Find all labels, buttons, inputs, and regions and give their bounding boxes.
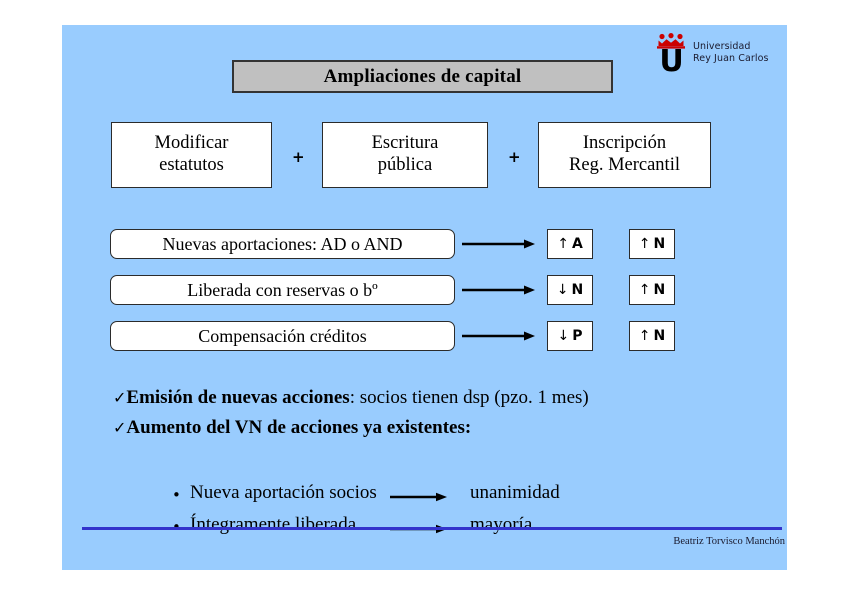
effect-1a-letter: A [571, 236, 583, 252]
requirement-box-escritura-publica: Escritura pública [322, 122, 488, 188]
checklist-item-2-strong: Aumento del VN de acciones ya existentes… [126, 417, 472, 438]
modality-label-liberada-con-reservas: Liberada con reservas o bº [110, 275, 455, 305]
modalities-section: Nuevas aportaciones: AD o AND ↑ A ↑ N Li… [110, 229, 765, 357]
effect-2a-arrow: ↓ [556, 282, 569, 298]
logo-line-1: Universidad [693, 41, 751, 52]
plus-operator-1: + [292, 148, 305, 166]
effect-1b-arrow: ↑ [638, 236, 651, 252]
slide-canvas: U Universidad Rey Juan Carlos Ampliacion… [62, 25, 787, 570]
arrow-right-icon [462, 285, 535, 295]
effect-2a-letter: N [571, 282, 584, 298]
requirement-box-3-line-2: Reg. Mercantil [569, 155, 680, 175]
arrow-right-icon [462, 239, 535, 249]
requirement-box-1-line-1: Modificar [154, 133, 229, 154]
requirement-box-modificar-estatutos: Modificar estatutos [111, 122, 272, 188]
effect-box-3a: ↓ P [547, 321, 593, 351]
bullet-item-2: • Íntegramente liberada mayoría [172, 514, 732, 546]
checklist-item-1-strong: Emisión de nuevas acciones [126, 387, 350, 408]
effect-2b-letter: N [653, 282, 666, 298]
checklist-item-1: ✓ Emisión de nuevas acciones : socios ti… [113, 387, 783, 417]
effect-box-2b: ↑ N [629, 275, 675, 305]
effect-box-3b: ↑ N [629, 321, 675, 351]
effect-1a-arrow: ↑ [557, 236, 569, 252]
effect-box-2a: ↓ N [547, 275, 593, 305]
requirement-box-2-line-2: pública [377, 155, 433, 175]
effect-3a-arrow: ↓ [557, 328, 570, 344]
footer-divider [82, 527, 782, 530]
bullet-item-1: • Nueva aportación socios unanimidad [172, 482, 732, 514]
logo-wordmark: Universidad Rey Juan Carlos [693, 41, 769, 65]
effect-box-1b: ↑ N [629, 229, 675, 259]
check-icon: ✓ [113, 418, 127, 437]
bullet-icon: • [172, 486, 181, 504]
effect-3b-arrow: ↑ [638, 328, 651, 344]
bullet-list: • Nueva aportación socios unanimidad • Í… [172, 482, 732, 546]
requirements-row: Modificar estatutos + Escritura pública … [111, 122, 761, 188]
modality-row-1-label: Nuevas aportaciones: AD o AND [162, 233, 403, 254]
logo-letter-u: U [659, 44, 683, 79]
check-icon: ✓ [113, 388, 127, 407]
arrow-right-icon [462, 331, 535, 341]
effect-3b-letter: N [653, 328, 666, 344]
requirement-box-3-line-1: Inscripción [582, 133, 667, 154]
modality-label-compensacion-creditos: Compensación créditos [110, 321, 455, 351]
logo-line-2: Rey Juan Carlos [693, 53, 769, 64]
bullet-item-1-text: Nueva aportación socios [190, 482, 377, 503]
effect-3a-letter: P [572, 328, 583, 344]
modality-row-2: Liberada con reservas o bº ↓ N ↑ N [110, 275, 765, 305]
modality-row-2-label: Liberada con reservas o bº [187, 279, 378, 300]
universidad-rey-juan-carlos-logo: U Universidad Rey Juan Carlos [654, 29, 782, 77]
requirement-box-inscripcion-registro: Inscripción Reg. Mercantil [538, 122, 711, 188]
requirement-box-1-line-2: estatutos [159, 155, 224, 175]
modality-label-nuevas-aportaciones: Nuevas aportaciones: AD o AND [110, 229, 455, 259]
arrow-right-icon [390, 492, 447, 502]
modality-row-3: Compensación créditos ↓ P ↑ N [110, 321, 765, 351]
page-title: Ampliaciones de capital [323, 65, 522, 87]
modality-row-3-label: Compensación créditos [198, 325, 367, 346]
effect-box-1a: ↑ A [547, 229, 593, 259]
bullet-item-1-result: unanimidad [470, 482, 560, 503]
logo-mark: U [654, 31, 688, 79]
bullet-item-2-result: mayoría [470, 514, 533, 535]
plus-operator-2: + [508, 148, 521, 166]
checklist: ✓ Emisión de nuevas acciones : socios ti… [113, 387, 783, 447]
effect-2b-arrow: ↑ [638, 282, 651, 298]
checklist-item-2: ✓ Aumento del VN de acciones ya existent… [113, 417, 783, 447]
checklist-item-1-rest: : socios tienen dsp (pzo. 1 mes) [349, 387, 589, 408]
effect-1b-letter: N [653, 236, 666, 252]
requirement-box-2-line-1: Escritura [371, 133, 439, 154]
slide-title-box: Ampliaciones de capital [232, 60, 613, 93]
bullet-item-2-text: Íntegramente liberada [190, 514, 357, 535]
modality-row-1: Nuevas aportaciones: AD o AND ↑ A ↑ N [110, 229, 765, 259]
crown-icon [657, 33, 685, 49]
footer-author: Beatriz Torvisco Manchón [673, 536, 785, 547]
